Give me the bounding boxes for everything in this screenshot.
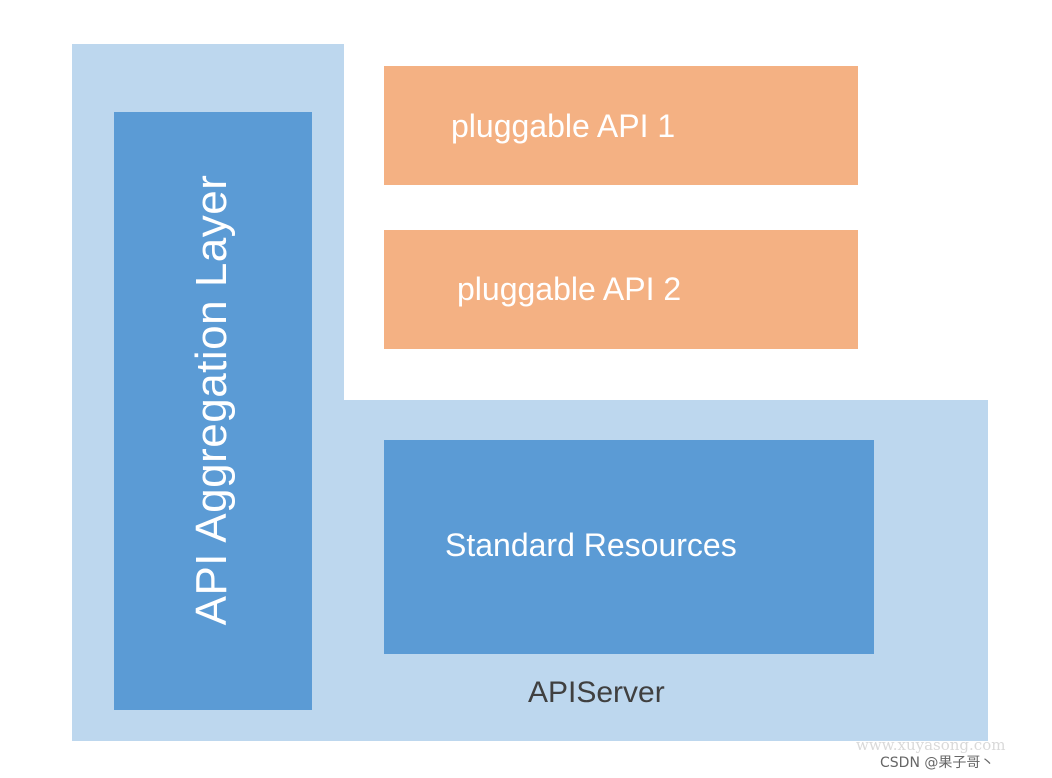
standard-resources-label: Standard Resources xyxy=(445,527,737,563)
pluggable-api-2-box: pluggable API 2 xyxy=(384,230,858,349)
watermark-url: www.xuyasong.com xyxy=(856,736,1006,754)
pluggable-api-2-label: pluggable API 2 xyxy=(457,271,682,307)
pluggable-api-1-box: pluggable API 1 xyxy=(384,66,858,185)
aggregation-layer-box xyxy=(114,112,312,710)
standard-resources-box: Standard Resources xyxy=(384,440,874,654)
aggregation-layer-label: API Aggregation Layer xyxy=(187,174,236,626)
watermark-csdn: CSDN @果子哥丶 xyxy=(880,755,995,771)
apiserver-label: APIServer xyxy=(528,676,665,709)
pluggable-api-1-label: pluggable API 1 xyxy=(451,108,676,144)
